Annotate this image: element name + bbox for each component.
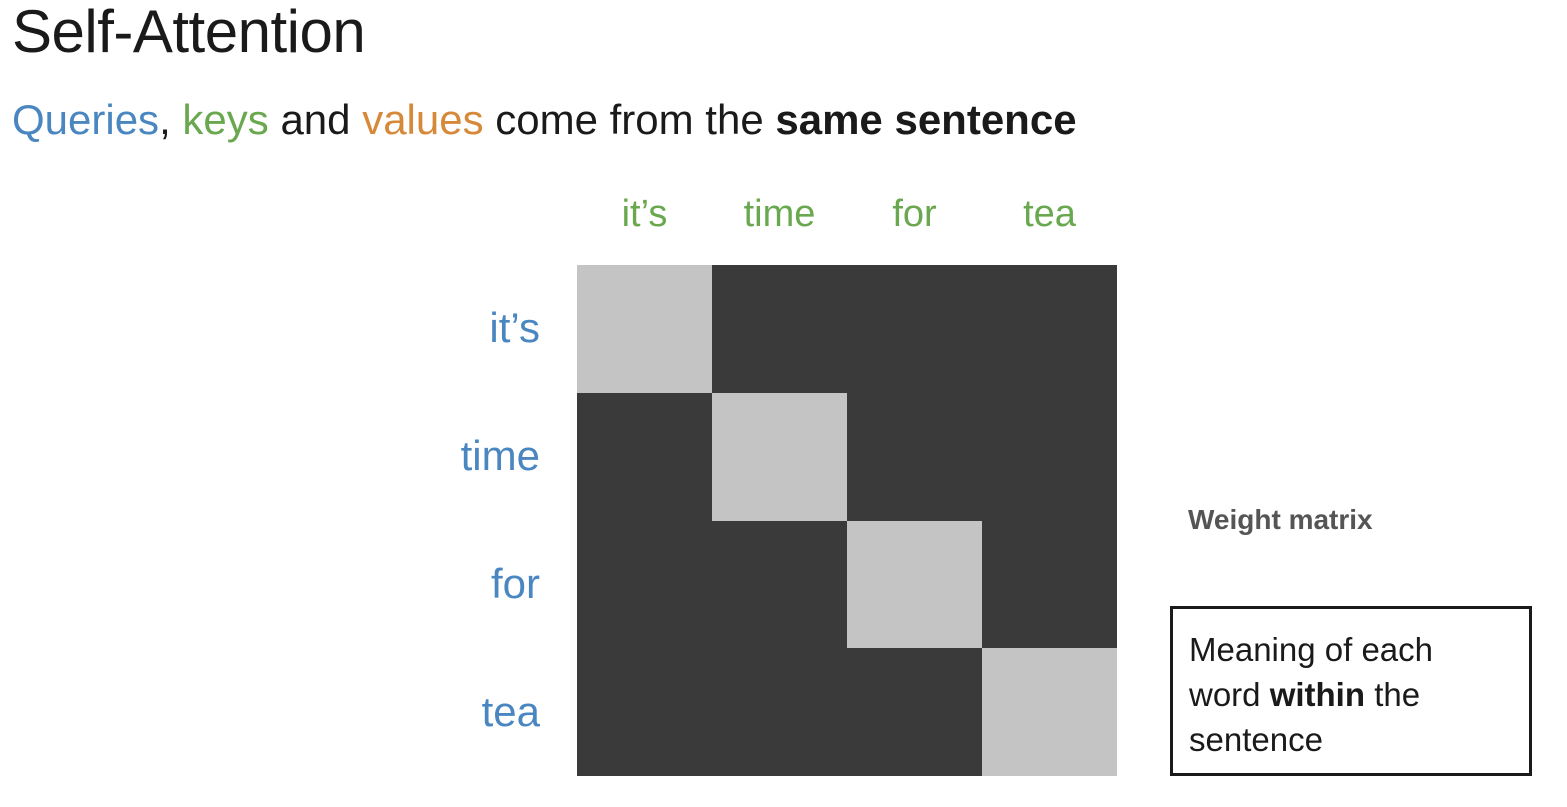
matrix-cell-2-3 [982, 520, 1117, 649]
matrix-cell-2-2 [847, 520, 982, 649]
slide-title: Self-Attention [12, 0, 366, 65]
row-label-3: tea [481, 688, 540, 735]
matrix-cell-0-0 [577, 265, 712, 393]
meaning-line-2: word within the [1189, 672, 1519, 717]
keys-word: keys [182, 96, 269, 143]
row-label-1: time [460, 432, 540, 479]
meaning-line-3: sentence [1189, 721, 1323, 758]
matrix-cell-1-0 [577, 392, 712, 521]
meaning-word: word [1189, 676, 1261, 713]
subtitle-and: and [280, 96, 351, 143]
matrix-cell-3-1 [712, 648, 847, 776]
weight-matrix-grid [577, 265, 1117, 776]
weight-matrix-label: Weight matrix [1188, 504, 1373, 535]
row-label-0: it’s [489, 304, 540, 351]
column-label-3: tea [1023, 193, 1076, 235]
subtitle-emphasis: same sentence [775, 96, 1077, 143]
slide-subtitle: Queries, keys and values come from the s… [12, 96, 1077, 144]
subtitle-comma: , [159, 96, 171, 143]
matrix-cell-1-1 [712, 392, 847, 521]
column-label-1: time [743, 193, 816, 235]
queries-word: Queries [12, 96, 160, 143]
meaning-line-1: Meaning of each [1189, 631, 1434, 668]
values-word: values [362, 96, 484, 143]
matrix-cell-1-3 [982, 392, 1117, 521]
matrix-cell-3-2 [847, 648, 982, 776]
column-label-2: for [892, 193, 937, 235]
subtitle-middle: come from the [495, 96, 764, 143]
meaning-emphasis: within [1269, 676, 1366, 713]
matrix-cell-0-1 [712, 265, 847, 393]
matrix-cell-2-1 [712, 520, 847, 649]
column-label-0: it’s [621, 193, 668, 235]
matrix-cell-2-0 [577, 520, 712, 649]
matrix-cell-3-3 [982, 648, 1117, 776]
row-label-2: for [490, 560, 540, 607]
matrix-cell-1-2 [847, 392, 982, 521]
meaning-callout-box: Meaning of each word within the sentence [1170, 606, 1532, 776]
matrix-cell-0-3 [982, 265, 1117, 393]
meaning-the: the [1374, 676, 1421, 713]
matrix-cell-3-0 [577, 648, 712, 776]
matrix-cell-0-2 [847, 265, 982, 393]
